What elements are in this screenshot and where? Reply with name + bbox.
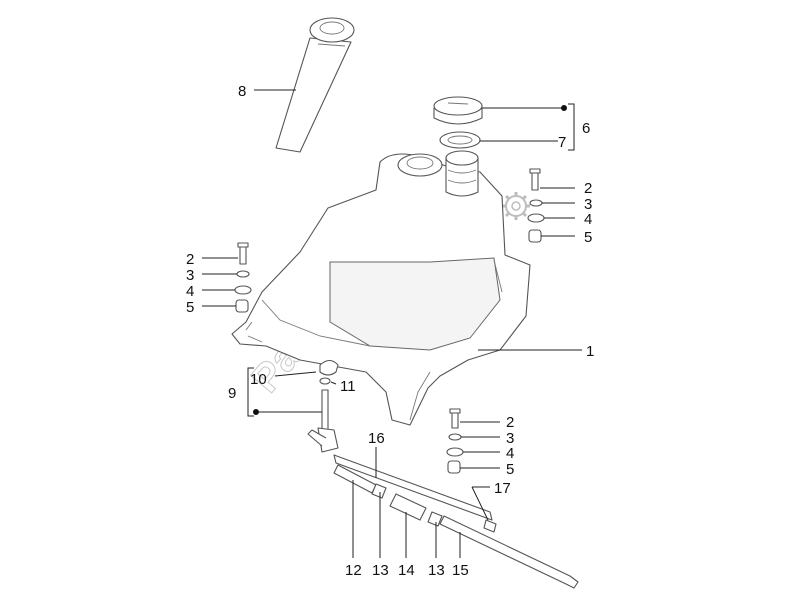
callout-3-left: 3 [186,267,194,284]
callout-4-lower: 4 [506,445,514,462]
hose-clip-17[interactable] [483,519,497,533]
filler-tube[interactable] [275,17,355,153]
fuel-filter-14[interactable] [389,493,427,521]
fuel-cap[interactable] [433,96,483,125]
callout-13-a: 13 [372,562,389,579]
callout-16: 16 [368,430,385,447]
callout-2-left: 2 [186,251,194,268]
fuel-tap[interactable] [307,359,339,453]
callout-5-left: 5 [186,299,194,316]
bolt-set-right[interactable] [527,168,545,243]
hose-clip-13b[interactable] [427,511,443,527]
fuel-tank[interactable] [231,150,531,426]
callout-1: 1 [586,343,594,360]
callout-5-lower: 5 [506,461,514,478]
callout-11: 11 [340,378,356,395]
callout-10: 10 [250,371,267,388]
callout-labels: 8 6 7 2 3 4 5 2 3 4 5 1 10 11 9 2 3 16 4… [186,83,594,579]
callout-8: 8 [238,83,246,100]
gear-logo-icon [502,192,530,220]
fuel-hose-15[interactable] [439,515,579,589]
callout-15: 15 [452,562,469,579]
callout-3-lower: 3 [506,430,514,447]
callout-4-right: 4 [584,211,592,228]
callout-6: 6 [582,120,590,137]
leader-lines [202,89,582,558]
callout-2-lower: 2 [506,414,514,431]
callout-12: 12 [345,562,362,579]
callout-4-left: 4 [186,283,194,300]
bolt-set-lower[interactable] [446,408,464,474]
callout-13-b: 13 [428,562,445,579]
callout-9: 9 [228,385,236,402]
callout-7: 7 [558,134,566,151]
callout-3-right: 3 [584,196,592,213]
callout-5-right: 5 [584,229,592,246]
callout-14: 14 [398,562,415,579]
cap-gasket[interactable] [439,131,481,149]
callout-17: 17 [494,480,511,497]
callout-2-right: 2 [584,180,592,197]
bolt-set-left[interactable] [234,242,252,313]
fuel-hose-16[interactable] [333,454,493,521]
hose-clip-13a[interactable] [371,483,387,499]
